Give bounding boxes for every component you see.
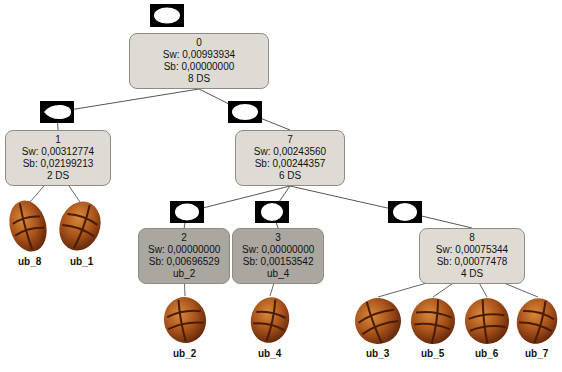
seed-photo [53,196,108,257]
node-text: Sw: 0,00243560 [245,146,335,158]
shape-icon [40,101,74,123]
tree-node: 0Sw: 0,00993934Sb: 0,000000008 DS [129,33,269,89]
leader-lines [30,170,538,297]
node-text: Sb: 0,00000000 [139,61,259,73]
node-text: ub_2 [148,268,220,280]
sample-label: ub_3 [366,348,389,360]
tree-node: 1Sw: 0,00312774Sb: 0,021992132 DS [5,130,111,186]
node-text: Sb: 0,00153542 [242,256,314,268]
tree-node: 8Sw: 0,00075344Sb: 0,000774784 DS [419,228,525,284]
node-text: 1 [15,134,101,146]
sample-label: ub_4 [258,348,281,360]
shape-icon [170,201,204,223]
node-text: Sb: 0,00696529 [148,256,220,268]
node-text: Sw: 0,00312774 [15,146,101,158]
seed-photo [4,196,52,256]
node-text: Sw: 0,00075344 [429,244,515,256]
sample-label: ub_6 [475,348,498,360]
node-text: 2 DS [15,170,101,182]
node-text: 2 [148,232,220,244]
tree-edge [290,186,472,228]
sample-label: ub_7 [525,348,548,360]
seed-photo [512,294,562,349]
node-text: Sw: 0,00000000 [242,244,314,256]
seed-photo [408,295,458,347]
tree-edge [57,89,199,130]
node-text: 6 DS [245,170,335,182]
node-text: Sw: 0,00993934 [139,49,259,61]
shape-icon [388,201,422,223]
seed-photo [247,294,294,347]
node-text: Sb: 0,00244357 [245,158,335,170]
shape-icon [150,4,184,27]
sample-label: ub_8 [18,256,41,268]
node-text: ub_4 [242,268,314,280]
node-text: 3 [242,232,314,244]
sample-label: ub_2 [173,348,196,360]
seed-photo [463,296,512,346]
tree-node: 3Sw: 0,00000000Sb: 0,00153542ub_4 [232,228,324,284]
tree-edge [199,89,290,130]
node-text: 8 DS [139,73,259,85]
seed-photo [160,294,209,347]
sample-label: ub_1 [70,256,93,268]
shape-icon [228,101,262,123]
node-text: 0 [139,37,259,49]
node-text: 7 [245,134,335,146]
node-text: Sb: 0,02199213 [15,158,101,170]
seed-photo [349,292,408,351]
node-text: Sw: 0,00000000 [148,244,220,256]
node-text: 8 [429,232,515,244]
node-text: 4 DS [429,268,515,280]
sample-label: ub_5 [421,348,444,360]
shape-icon [255,201,289,223]
tree-node: 2Sw: 0,00000000Sb: 0,00696529ub_2 [138,228,230,284]
tree-node: 7Sw: 0,00243560Sb: 0,002443576 DS [235,130,345,186]
node-text: Sb: 0,00077478 [429,256,515,268]
